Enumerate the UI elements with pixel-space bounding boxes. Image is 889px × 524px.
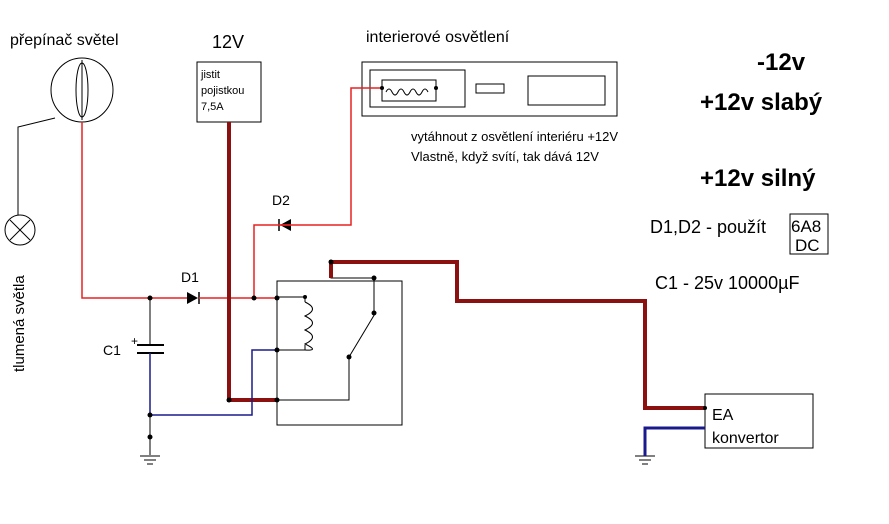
diodes-note: D1,D2 - použít — [650, 217, 766, 237]
interior-note-1: vytáhnout z osvětlení interiéru +12V — [411, 129, 618, 144]
relay-coil-icon — [303, 301, 313, 351]
converter-label-2: konvertor — [712, 430, 779, 447]
relay-contact-icon — [348, 311, 377, 358]
legend-minus-12v: -12v — [757, 49, 806, 76]
interior-light — [361, 61, 618, 117]
fuse-label-3: 7,5A — [201, 101, 224, 113]
c1-plus: + — [131, 334, 138, 348]
converter-box — [704, 393, 814, 449]
relay-box — [276, 280, 403, 426]
interior-title: interierové osvětlení — [366, 29, 510, 46]
lamp-label: tlumená světla — [11, 275, 28, 372]
lamp-icon — [4, 214, 36, 246]
capacitor-note: C1 - 25v 10000µF — [655, 273, 799, 293]
fuse-label-1: jistit — [200, 69, 220, 81]
switch-title: přepínač světel — [10, 32, 119, 49]
supply-label: 12V — [212, 32, 244, 52]
diode-d1-icon — [187, 292, 200, 304]
converter-label-1: EA — [712, 407, 734, 424]
d1-label: D1 — [181, 269, 199, 285]
fuse-label-2: pojistkou — [201, 85, 244, 97]
d2-label: D2 — [272, 192, 290, 208]
c1-label: C1 — [103, 342, 121, 358]
legend-plus-12v-weak: +12v slabý — [700, 89, 823, 116]
interior-note-2: Vlastně, když svítí, tak dává 12V — [411, 149, 599, 164]
legend-plus-12v-strong: +12v silný — [700, 165, 816, 192]
diode-type-2: DC — [795, 236, 820, 255]
diode-type-1: 6A8 — [791, 217, 821, 236]
